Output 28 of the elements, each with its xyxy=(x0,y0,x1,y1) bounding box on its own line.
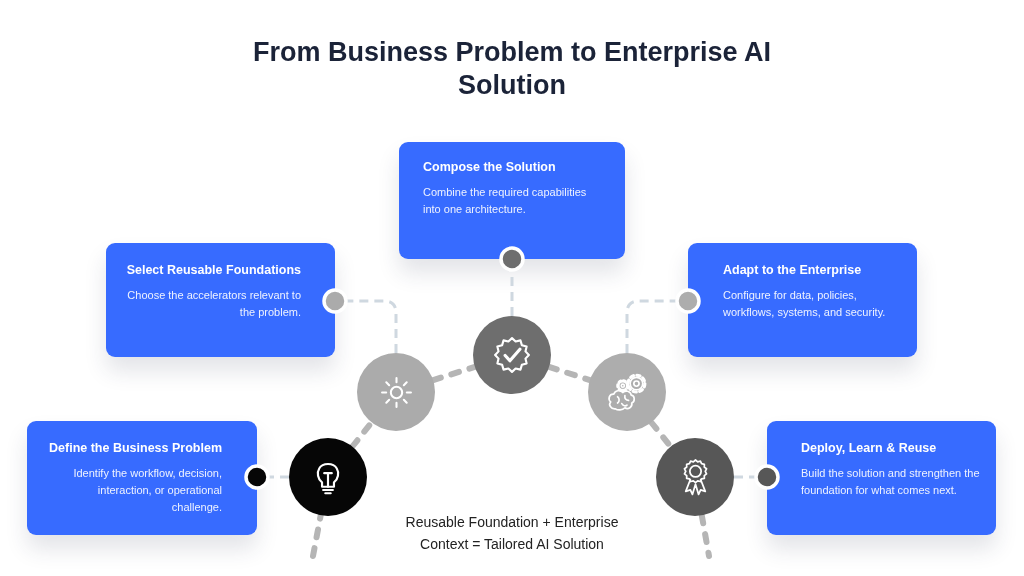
step-title: Select Reusable Foundations xyxy=(126,262,301,278)
dashed-connector xyxy=(430,363,478,384)
step-description: Combine the required capabilities into one architecture. xyxy=(423,185,588,217)
step-description: Identify the workflow, decision, interaction, or operational challenge. xyxy=(72,466,222,515)
dashed-connector xyxy=(546,363,593,384)
title: From Business Problem to Enterprise AI Solution xyxy=(251,36,773,102)
dashed-connector xyxy=(349,419,375,450)
leader-line xyxy=(625,288,701,353)
dashed-connector xyxy=(648,419,674,450)
dashed-connector xyxy=(698,512,712,559)
step-title: Compose the Solution xyxy=(423,159,556,175)
step-description: Configure for data, policies, workflows, systems, and security. xyxy=(723,288,887,320)
step-card xyxy=(106,243,335,357)
leader-line xyxy=(734,464,780,490)
step-description: Choose the accelerators relevant to the problem. xyxy=(126,288,301,320)
step-title: Deploy, Learn & Reuse xyxy=(801,440,937,456)
leader-line xyxy=(244,464,289,490)
leader-line xyxy=(499,246,525,316)
step-card xyxy=(688,243,917,357)
step-card xyxy=(27,421,257,535)
leader-line xyxy=(322,288,398,353)
dashed-connector xyxy=(310,512,324,559)
step-title: Adapt to the Enterprise xyxy=(723,262,862,278)
step-description: Build the solution and strengthen the foundation for what comes next. xyxy=(801,466,981,498)
step-card xyxy=(399,142,625,259)
step-title: Define the Business Problem xyxy=(49,440,222,456)
step-card xyxy=(767,421,996,535)
summary-text: Reusable Foundation + Enterprise Context = Tailored AI Solution xyxy=(404,513,620,554)
